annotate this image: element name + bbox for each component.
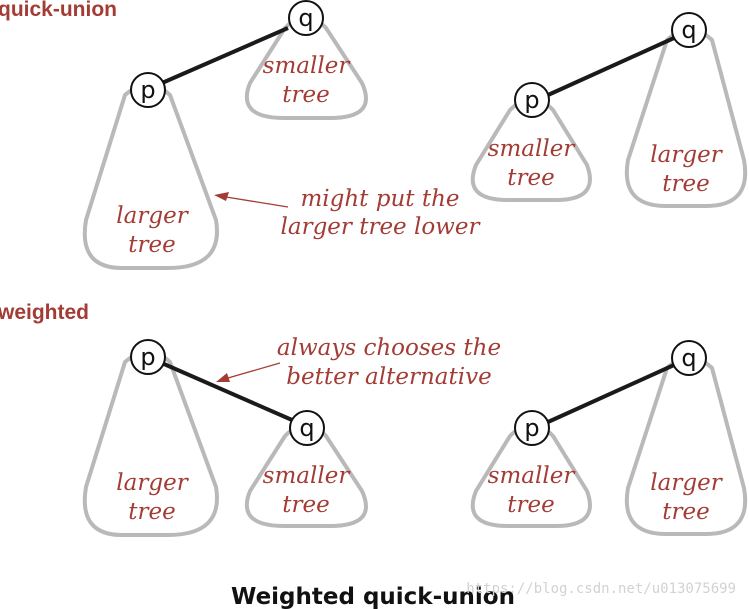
annotation-arrow [225, 196, 289, 208]
node-q [288, 0, 324, 36]
node-label-q: q [298, 4, 313, 32]
annotation-line: better alternative [286, 364, 491, 390]
panel-quick-union-bad: p q smaller tree larger tree [82, 0, 368, 270]
node-label-p: p [524, 86, 539, 114]
link-q-to-p [163, 362, 293, 422]
tree-label: smaller [263, 463, 352, 489]
node-label-p: p [140, 76, 155, 104]
node-q [671, 340, 707, 376]
annotation-quick-union: might put the larger tree lower [214, 186, 481, 240]
tree-label: tree [128, 232, 175, 258]
annotation-line: might put the [300, 186, 459, 212]
annotation-line: always chooses the [277, 335, 501, 361]
tree-label: tree [282, 492, 329, 518]
annotation-arrowhead [214, 192, 229, 201]
node-label-q: q [681, 344, 696, 372]
panel-weighted-left: p q smaller tree larger tree [82, 339, 368, 537]
section-title-weighted: weighted [0, 301, 89, 324]
tree-label: tree [507, 165, 554, 191]
panel-weighted-right: p q smaller tree larger tree [470, 340, 748, 536]
tree-label: smaller [488, 463, 577, 489]
tree-label: tree [662, 499, 709, 525]
annotation-arrowhead [216, 373, 230, 382]
annotation-weighted: always chooses the better alternative [216, 335, 501, 390]
node-p [514, 82, 550, 118]
node-p [514, 410, 550, 446]
tree-label: tree [282, 82, 329, 108]
tree-label: smaller [488, 136, 577, 162]
panel-quick-union-good: p q smaller tree larger tree [470, 12, 748, 208]
annotation-arrow [227, 362, 281, 379]
tree-label: larger [116, 470, 189, 496]
annotation-line: larger tree lower [281, 214, 482, 240]
figure-caption: Weighted quick-union [231, 584, 515, 609]
node-label-q: q [681, 16, 696, 44]
link-p-to-q [547, 36, 675, 97]
tree-label: larger [650, 470, 723, 496]
link-p-to-q [161, 26, 289, 85]
node-label-p: p [140, 343, 155, 371]
node-p [130, 339, 166, 375]
node-label-p: p [524, 414, 539, 442]
node-p [130, 72, 166, 108]
tree-label: tree [128, 499, 175, 525]
node-q [289, 410, 325, 446]
tree-label: larger [116, 203, 189, 229]
tree-label: tree [507, 492, 554, 518]
tree-label: tree [662, 171, 709, 197]
section-title-quick-union: quick-union [0, 0, 117, 21]
node-label-q: q [299, 414, 314, 442]
watermark: https://blog.csdn.net/u013075699 [466, 581, 736, 597]
node-q [671, 12, 707, 48]
tree-label: larger [650, 142, 723, 168]
link-p-to-q [547, 363, 675, 424]
tree-label: smaller [263, 53, 352, 79]
